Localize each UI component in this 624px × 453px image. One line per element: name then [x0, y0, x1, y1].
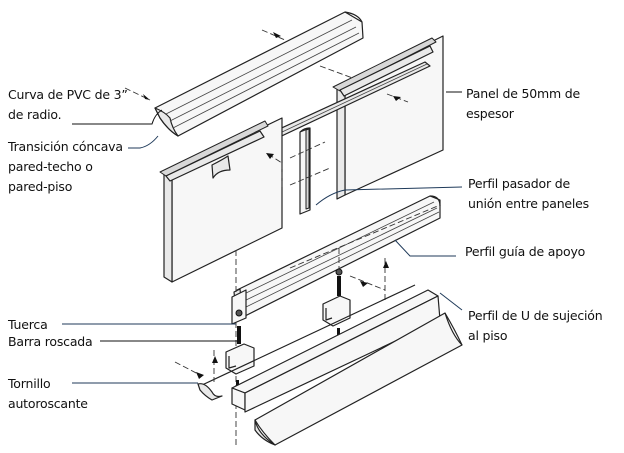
leader-curva: [72, 109, 163, 125]
right-panel: [332, 35, 444, 200]
left-panel-arrow-icon: [266, 153, 274, 159]
middle-rod-assembly: [322, 268, 351, 338]
label-panel-line2: espesor: [466, 106, 514, 121]
label-curva-pvc: Curva de PVC de 3” de radio.: [8, 85, 128, 125]
bolt-up-right-icon: [383, 261, 389, 268]
top-pvc-curve: [154, 11, 364, 137]
screw-right-icon: [360, 281, 368, 287]
leader-perfil-u: [439, 292, 463, 311]
guide-dash: [289, 204, 441, 269]
screw-left-icon: [196, 372, 204, 379]
label-perfil-pasador: Perfil pasador de unión entre paneles: [468, 174, 589, 214]
joint-profile: [299, 127, 311, 215]
joint-dash-2: [289, 167, 331, 186]
label-barra-line1: Barra roscada: [8, 334, 93, 349]
label-perfil-u-line2: al piso: [468, 328, 508, 343]
label-tuerca-line1: Tuerca: [8, 317, 48, 332]
label-perfil-u-line1: Perfil de U de sujeción: [468, 308, 603, 323]
concave-transition: [211, 155, 231, 179]
right-panel-arrow-icon: [393, 96, 401, 101]
leader-perfil-guia: [394, 239, 456, 257]
label-perfil-guia: Perfil guía de apoyo: [465, 242, 585, 262]
joint-dash-1: [289, 141, 326, 159]
label-perfil-pasador-line1: Perfil pasador de: [468, 176, 570, 191]
label-barra: Barra roscada: [8, 332, 93, 352]
label-transicion-line2: pared-techo o: [8, 159, 93, 174]
label-curva-pvc-line2: de radio.: [8, 107, 62, 122]
label-tuerca: Tuerca: [8, 315, 48, 335]
label-panel-line1: Panel de 50mm de: [466, 86, 580, 101]
leader-perfil-pasador: [315, 186, 463, 206]
label-perfil-guia-line1: Perfil guía de apoyo: [465, 244, 586, 259]
label-tornillo-line1: Tornillo: [8, 376, 51, 391]
label-tornillo: Tornillo autoroscante: [8, 374, 88, 414]
label-panel: Panel de 50mm de espesor: [466, 84, 580, 124]
label-transicion: Transición cóncava pared-techo o pared-p…: [8, 137, 123, 197]
label-perfil-u: Perfil de U de sujeción al piso: [468, 306, 603, 346]
floor-u-profile: [197, 284, 441, 413]
label-perfil-pasador-line2: unión entre paneles: [468, 196, 589, 211]
label-tornillo-line2: autoroscante: [8, 396, 88, 411]
bolt-up-left-icon: [212, 356, 218, 363]
left-panel: [159, 117, 283, 283]
bottom-pvc-curve: [254, 312, 463, 446]
label-transicion-line1: Transición cóncava: [8, 139, 123, 154]
label-curva-pvc-line1: Curva de PVC de 3”: [8, 87, 128, 102]
leader-transicion: [128, 135, 159, 149]
screw-left-dash: [174, 361, 203, 377]
label-transicion-line3: pared-piso: [8, 179, 73, 194]
